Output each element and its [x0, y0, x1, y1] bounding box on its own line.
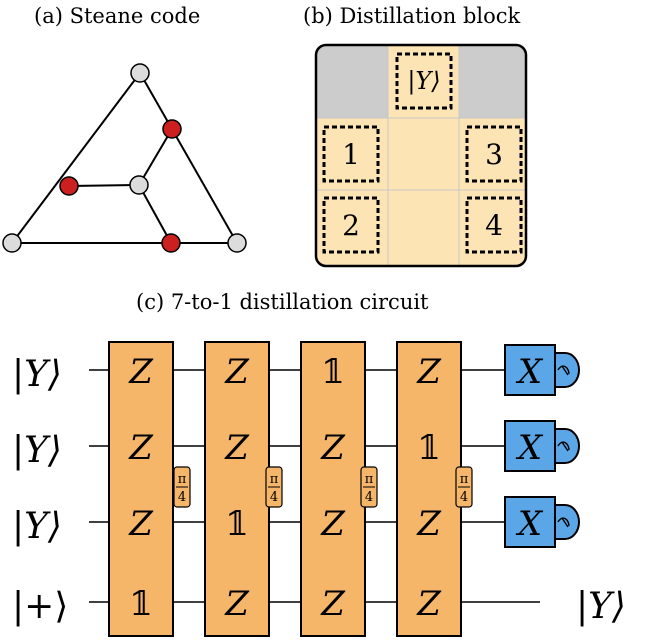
measurement-2: X	[504, 420, 580, 472]
gate-2-q2: Z	[224, 428, 250, 468]
rotation-3-denominator: 4	[365, 490, 373, 505]
tile-1-label: 1	[342, 138, 360, 171]
tile-2-label: 2	[342, 209, 360, 242]
gate-3-q1: 𝟙	[321, 352, 345, 392]
input-label-1: |Y⟩	[12, 354, 62, 395]
tile-2: 2	[322, 196, 380, 254]
pauli-product-gate-1: Z Z Z 𝟙	[108, 341, 174, 637]
vertex-red-right	[162, 119, 182, 139]
tile-1: 1	[322, 125, 380, 183]
pauli-product-gate-3: 𝟙 Z Z Z	[300, 341, 366, 637]
vertex-gray-bottom-right	[227, 233, 247, 253]
gate-1-q3: Z	[128, 504, 154, 544]
gate-4-q4: Z	[416, 584, 442, 624]
gate-3-q3: Z	[320, 504, 346, 544]
tile-top-state-label: |Y⟩	[407, 67, 440, 96]
measurement-1-label: X	[515, 352, 544, 392]
rotation-1-numerator: π	[178, 472, 187, 487]
rotation-4-denominator: 4	[460, 490, 468, 505]
vertex-gray-center	[129, 175, 149, 195]
gate-2-q4: Z	[224, 584, 250, 624]
vertex-red-bottom	[161, 233, 181, 253]
caption-distillation-block: (b) Distillation block	[303, 4, 521, 28]
vertex-gray-top	[130, 63, 150, 83]
gate-2-q3: 𝟙	[225, 504, 249, 544]
tile-4: 4	[465, 196, 523, 254]
steane-code-graph	[2, 63, 247, 253]
tile-3: 3	[465, 125, 523, 183]
meter-icon	[557, 365, 570, 376]
rotation-box-4: π 4	[455, 466, 473, 508]
rotation-3-numerator: π	[365, 472, 374, 487]
gate-3-q2: Z	[320, 428, 346, 468]
measurement-3-label: X	[515, 504, 544, 544]
measurement-1: X	[504, 344, 580, 396]
distillation-block: |Y⟩ 1 3 2 4	[314, 43, 528, 268]
vertex-red-left	[59, 176, 79, 196]
input-label-3: |Y⟩	[12, 506, 62, 547]
gate-1-q1: Z	[128, 352, 154, 392]
input-label-4: |+⟩	[12, 586, 68, 627]
output-label: |Y⟩	[576, 586, 626, 627]
steane-edges	[11, 72, 238, 244]
gate-3-q4: Z	[320, 584, 346, 624]
gate-4-q3: Z	[416, 504, 442, 544]
pauli-product-gate-2: Z Z 𝟙 Z	[204, 341, 270, 637]
rotation-4-numerator: π	[460, 472, 469, 487]
vertex-gray-bottom-left	[2, 233, 22, 253]
rotation-box-3: π 4	[360, 466, 378, 508]
gate-4-q1: Z	[416, 352, 442, 392]
gate-1-q2: Z	[128, 428, 154, 468]
meter-icon	[557, 441, 570, 452]
caption-distillation-circuit: (c) 7-to-1 distillation circuit	[136, 290, 429, 314]
measurement-3: X	[504, 496, 580, 548]
gate-1-q4: 𝟙	[129, 584, 153, 624]
rotation-box-2: π 4	[265, 466, 283, 508]
rotation-2-denominator: 4	[270, 490, 278, 505]
gate-4-q2: 𝟙	[417, 428, 441, 468]
tile-3-label: 3	[485, 138, 503, 171]
input-label-2: |Y⟩	[12, 430, 62, 471]
pauli-product-gate-4: Z 𝟙 Z Z	[396, 341, 462, 637]
meter-icon	[557, 517, 570, 528]
rotation-box-1: π 4	[173, 466, 191, 508]
tile-top-state: |Y⟩	[395, 52, 453, 110]
gate-2-q1: Z	[224, 352, 250, 392]
rotation-2-numerator: π	[270, 472, 279, 487]
measurement-2-label: X	[515, 428, 544, 468]
distillation-circuit: |Y⟩ |Y⟩ |Y⟩ |+⟩ |Y⟩ Z Z Z 𝟙 π 4 Z Z 𝟙 Z	[12, 341, 626, 637]
rotation-1-denominator: 4	[178, 490, 186, 505]
tile-4-label: 4	[485, 209, 503, 242]
caption-steane-code: (a) Steane code	[34, 4, 201, 28]
